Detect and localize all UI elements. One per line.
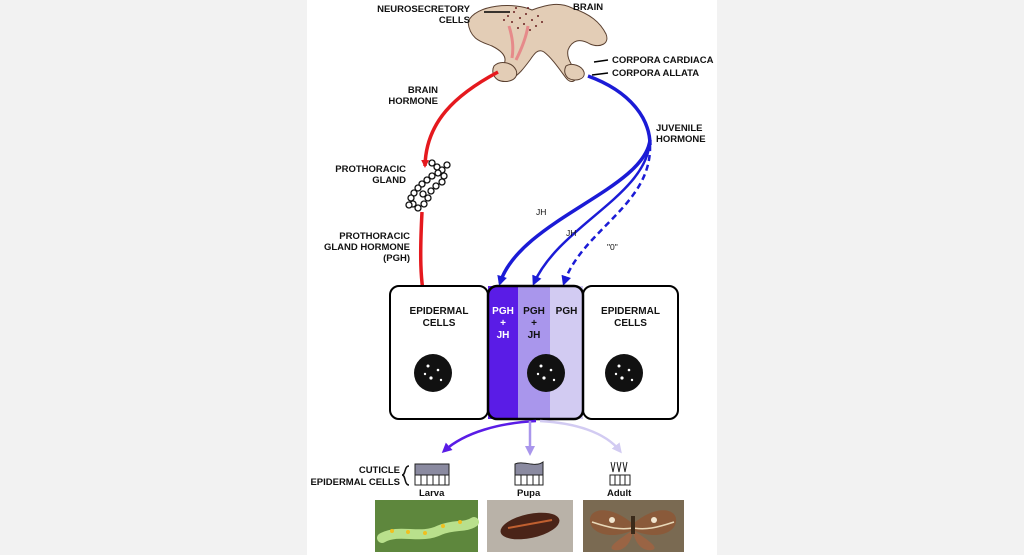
adult-label: Adult	[607, 488, 632, 499]
zero-label: "0"	[607, 242, 618, 252]
diagram-panel	[307, 0, 717, 555]
jh-arrow-1	[497, 139, 652, 286]
jh-dashed-arrow	[561, 144, 652, 286]
larva-label: Larva	[419, 488, 445, 499]
jh-label-2: JH	[566, 228, 577, 238]
larva-cuticle-icon	[414, 463, 450, 486]
middle-cell	[486, 284, 585, 421]
jh-arrow-2	[532, 139, 652, 286]
epidermal-cells-label: EPIDERMAL CELLS	[310, 477, 400, 488]
brain-illustration	[467, 3, 608, 83]
jh-label-1: JH	[536, 207, 547, 217]
brain-label: BRAIN	[573, 2, 604, 13]
prothoracic-gland-illustration	[405, 159, 451, 212]
nucleus-left	[414, 354, 452, 392]
cuticle-label: CUTICLE	[358, 465, 400, 476]
larva-photo	[375, 500, 479, 552]
allata-pointer	[591, 72, 609, 76]
corpora-allata-label: CORPORA ALLATA	[612, 68, 700, 79]
strip3-label: PGH	[555, 306, 578, 317]
cuticle-brace	[401, 465, 410, 486]
strip2-label: PGH+JH	[523, 306, 545, 341]
pupa-label: Pupa	[517, 488, 541, 499]
adult-photo	[583, 500, 684, 552]
adult-arrow	[539, 419, 622, 454]
cardiaca-pointer	[593, 59, 609, 63]
larva-arrow	[441, 419, 537, 454]
nucleus-right	[605, 354, 643, 392]
adult-cuticle-icon	[609, 461, 631, 486]
pupa-photo	[487, 500, 573, 552]
jh-trunk	[587, 74, 652, 146]
brain-hormone-arrow	[421, 70, 499, 168]
nucleus-middle	[527, 354, 565, 392]
strip1-label: PGH+JH	[492, 306, 514, 341]
corpora-cardiaca-label: CORPORA CARDIACA	[612, 55, 714, 66]
pupa-cuticle-icon	[514, 461, 544, 486]
